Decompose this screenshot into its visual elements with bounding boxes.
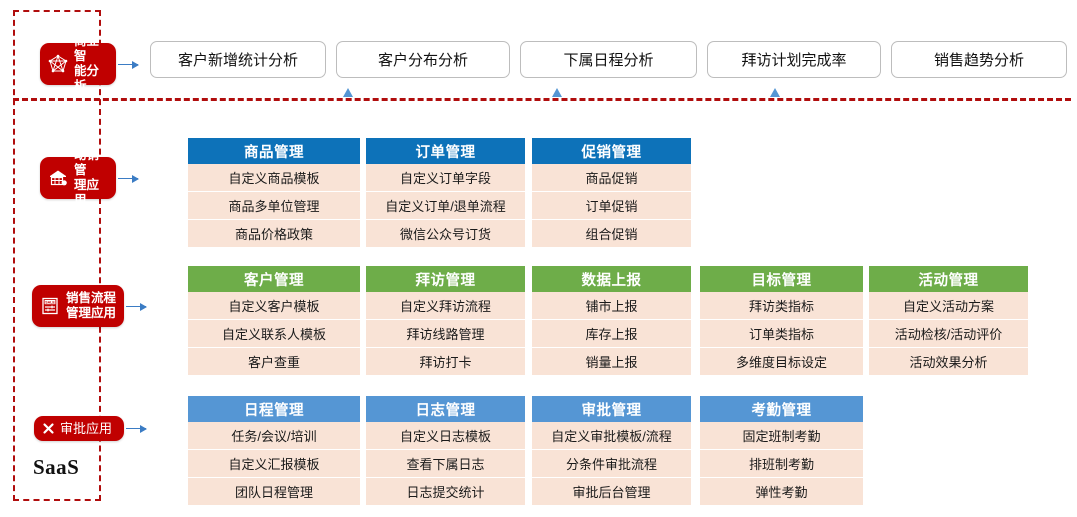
- chip-sales-promotion-app[interactable]: 动销管 理应用: [40, 148, 116, 207]
- column-title: 考勤管理: [700, 396, 863, 422]
- column-title: 数据上报: [532, 266, 691, 292]
- up-arrow-icon-3: [770, 88, 780, 97]
- column-title: 日程管理: [188, 396, 360, 422]
- analysis-box-label: 客户分布分析: [377, 52, 468, 69]
- column-item[interactable]: 自定义活动方案: [869, 292, 1028, 320]
- analysis-box-label: 销售趋势分析: [933, 52, 1024, 69]
- saas-label: SaaS: [33, 455, 80, 479]
- column-item[interactable]: 查看下属日志: [366, 450, 525, 478]
- column-item[interactable]: 排班制考勤: [700, 450, 863, 478]
- column-item[interactable]: 自定义拜访流程: [366, 292, 525, 320]
- column-item[interactable]: 自定义审批模板/流程: [532, 422, 691, 450]
- chip-business-intelligence[interactable]: 商业智 能分析: [40, 34, 116, 93]
- column-item[interactable]: 多维度目标设定: [700, 348, 863, 375]
- analysis-box-label: 下属日程分析: [563, 52, 654, 69]
- column-item[interactable]: 弹性考勤: [700, 478, 863, 505]
- column-title: 活动管理: [869, 266, 1028, 292]
- column-item[interactable]: 分条件审批流程: [532, 450, 691, 478]
- chip-sales-process-app[interactable]: SALE 销售流程 管理应用: [32, 285, 124, 327]
- chip-arrow-4: [126, 425, 147, 433]
- module-column-target-management: 目标管理 拜访类指标 订单类指标 多维度目标设定: [700, 266, 863, 375]
- cross-mark-icon: [41, 422, 55, 436]
- column-item[interactable]: 客户查重: [188, 348, 360, 375]
- column-item[interactable]: 组合促销: [532, 220, 691, 247]
- chip-label: 动销管 理应用: [74, 148, 100, 207]
- saas-dashed-container: [13, 10, 101, 501]
- up-arrow-icon-1: [343, 88, 353, 97]
- module-column-data-reporting: 数据上报 铺市上报 库存上报 销量上报: [532, 266, 691, 375]
- analysis-box-customer-distribution[interactable]: 客户分布分析: [336, 41, 510, 78]
- store-house-icon: [47, 167, 69, 189]
- column-title: 订单管理: [366, 138, 525, 164]
- column-item[interactable]: 固定班制考勤: [700, 422, 863, 450]
- column-title: 客户管理: [188, 266, 360, 292]
- column-item[interactable]: 自定义订单字段: [366, 164, 525, 192]
- chip-approval-app[interactable]: 审批应用: [34, 416, 124, 441]
- module-column-attendance-management: 考勤管理 固定班制考勤 排班制考勤 弹性考勤: [700, 396, 863, 505]
- module-column-promotion-management: 促销管理 商品促销 订单促销 组合促销: [532, 138, 691, 247]
- analysis-box-label: 客户新增统计分析: [177, 52, 298, 69]
- module-column-activity-management: 活动管理 自定义活动方案 活动检核/活动评价 活动效果分析: [869, 266, 1028, 375]
- horizontal-dashed-separator: [13, 98, 1071, 101]
- analysis-box-visit-plan-completion[interactable]: 拜访计划完成率: [707, 41, 881, 78]
- column-item[interactable]: 日志提交统计: [366, 478, 525, 505]
- column-title: 审批管理: [532, 396, 691, 422]
- sale-document-icon: SALE: [39, 295, 61, 317]
- analysis-box-subordinate-schedule[interactable]: 下属日程分析: [520, 41, 697, 78]
- column-item[interactable]: 商品多单位管理: [188, 192, 360, 220]
- column-item[interactable]: 铺市上报: [532, 292, 691, 320]
- column-item[interactable]: 自定义订单/退单流程: [366, 192, 525, 220]
- network-graph-icon: [47, 53, 69, 75]
- column-item[interactable]: 销量上报: [532, 348, 691, 375]
- column-item[interactable]: 自定义联系人模板: [188, 320, 360, 348]
- column-item[interactable]: 团队日程管理: [188, 478, 360, 505]
- column-item[interactable]: 订单促销: [532, 192, 691, 220]
- column-item[interactable]: 活动检核/活动评价: [869, 320, 1028, 348]
- chip-arrow-2: [118, 175, 139, 183]
- column-item[interactable]: 自定义客户模板: [188, 292, 360, 320]
- column-item[interactable]: 拜访线路管理: [366, 320, 525, 348]
- chip-label: 商业智 能分析: [74, 34, 100, 93]
- column-item[interactable]: 自定义汇报模板: [188, 450, 360, 478]
- module-column-log-management: 日志管理 自定义日志模板 查看下属日志 日志提交统计: [366, 396, 525, 505]
- column-item[interactable]: 拜访打卡: [366, 348, 525, 375]
- chip-label: 销售流程 管理应用: [66, 291, 117, 320]
- column-title: 拜访管理: [366, 266, 525, 292]
- up-arrow-icon-2: [552, 88, 562, 97]
- column-item[interactable]: 拜访类指标: [700, 292, 863, 320]
- module-column-order-management: 订单管理 自定义订单字段 自定义订单/退单流程 微信公众号订货: [366, 138, 525, 247]
- column-item[interactable]: 商品价格政策: [188, 220, 360, 247]
- column-item[interactable]: 自定义商品模板: [188, 164, 360, 192]
- analysis-box-customer-growth[interactable]: 客户新增统计分析: [150, 41, 326, 78]
- column-item[interactable]: 活动效果分析: [869, 348, 1028, 375]
- column-item[interactable]: 任务/会议/培训: [188, 422, 360, 450]
- module-column-customer-management: 客户管理 自定义客户模板 自定义联系人模板 客户查重: [188, 266, 360, 375]
- column-title: 商品管理: [188, 138, 360, 164]
- column-title: 目标管理: [700, 266, 863, 292]
- module-column-visit-management: 拜访管理 自定义拜访流程 拜访线路管理 拜访打卡: [366, 266, 525, 375]
- column-item[interactable]: 审批后台管理: [532, 478, 691, 505]
- analysis-box-sales-trend[interactable]: 销售趋势分析: [891, 41, 1067, 78]
- svg-text:SALE: SALE: [45, 301, 55, 305]
- column-item[interactable]: 订单类指标: [700, 320, 863, 348]
- column-item[interactable]: 微信公众号订货: [366, 220, 525, 247]
- module-column-approval-management: 审批管理 自定义审批模板/流程 分条件审批流程 审批后台管理: [532, 396, 691, 505]
- column-item[interactable]: 商品促销: [532, 164, 691, 192]
- analysis-box-label: 拜访计划完成率: [741, 52, 847, 69]
- column-item[interactable]: 自定义日志模板: [366, 422, 525, 450]
- chip-arrow-1: [118, 61, 139, 69]
- column-item[interactable]: 库存上报: [532, 320, 691, 348]
- chip-arrow-3: [126, 303, 147, 311]
- column-title: 促销管理: [532, 138, 691, 164]
- module-column-schedule-management: 日程管理 任务/会议/培训 自定义汇报模板 团队日程管理: [188, 396, 360, 505]
- column-title: 日志管理: [366, 396, 525, 422]
- chip-label: 审批应用: [60, 421, 113, 436]
- module-column-product-management: 商品管理 自定义商品模板 商品多单位管理 商品价格政策: [188, 138, 360, 247]
